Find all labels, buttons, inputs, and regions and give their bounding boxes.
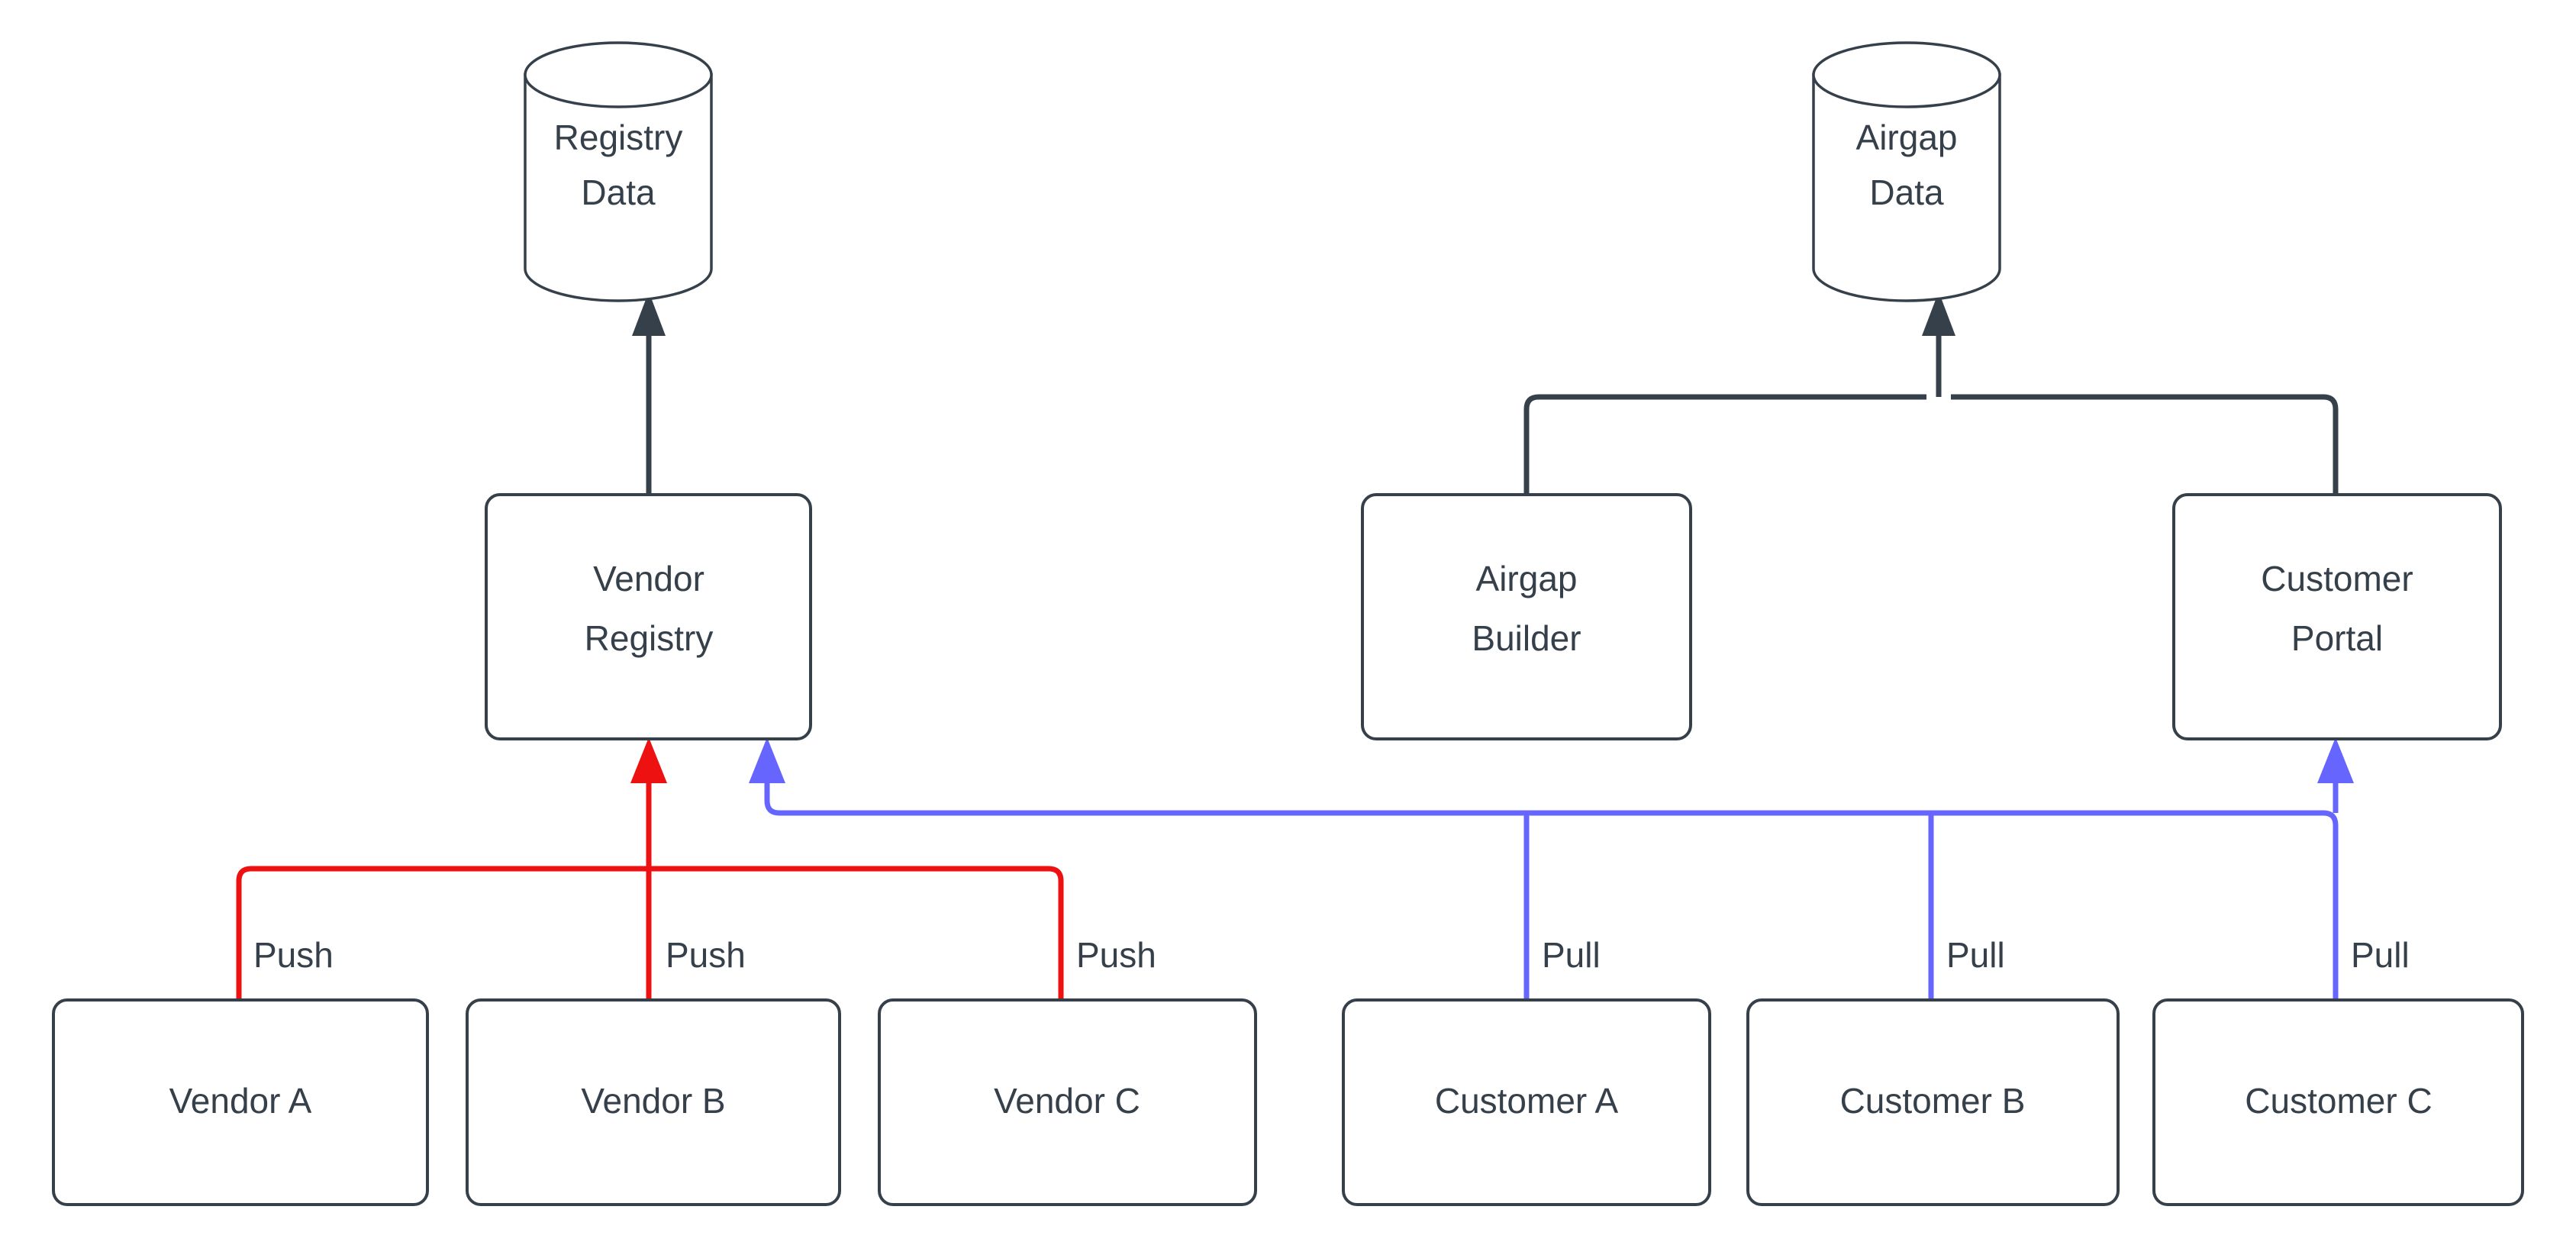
node-vendor-c[interactable]: Vendor C <box>878 998 1257 1206</box>
node-label-line2: Registry <box>585 618 714 658</box>
edge-line-pull-bus <box>764 766 2339 1000</box>
node-label-line1: Vendor <box>593 559 704 598</box>
cylinder-body <box>1812 73 2001 302</box>
edge-label-push-a: Push <box>253 935 334 975</box>
node-label-line1: Airgap <box>1476 559 1578 598</box>
node-vendor-a[interactable]: Vendor A <box>52 998 429 1206</box>
node-label: Vendor C <box>994 1081 1140 1121</box>
node-registry-data[interactable]: Registry Data <box>524 41 713 302</box>
edge-airgap-builder-to-airgap-data <box>1523 394 1926 495</box>
cylinder-top <box>524 41 713 108</box>
node-box <box>1342 998 1711 1206</box>
node-label: Vendor A <box>169 1081 312 1121</box>
arrow-head-icon <box>1922 292 1955 336</box>
node-box <box>466 998 841 1206</box>
node-label: Customer C <box>2245 1081 2432 1121</box>
node-label: Customer B <box>1840 1081 2026 1121</box>
node-customer-c[interactable]: Customer C <box>2152 998 2524 1206</box>
node-customer-a[interactable]: Customer A <box>1342 998 1711 1206</box>
arrow-head-icon <box>630 737 667 783</box>
edge-bus-to-airgap-data <box>1922 292 1955 397</box>
node-customer-portal[interactable]: Customer Portal <box>2172 493 2502 740</box>
edge-vendor-registry-to-registry-data <box>632 292 666 495</box>
node-label-line1: Registry <box>554 118 683 157</box>
edge-pull-bus <box>749 737 2354 1000</box>
node-customer-b[interactable]: Customer B <box>1746 998 2120 1206</box>
arrow-head-icon <box>749 737 785 783</box>
edge-label-pull-a: Pull <box>1542 935 1601 975</box>
node-airgap-data[interactable]: Airgap Data <box>1812 41 2001 302</box>
edge-push-bus <box>236 737 1064 1000</box>
node-box <box>2152 998 2524 1206</box>
node-label-line1: Customer <box>2261 559 2413 598</box>
node-box <box>485 493 812 740</box>
edge-line <box>1523 394 1926 495</box>
edge-customer-portal-to-airgap-data <box>1951 394 2339 495</box>
edge-label-pull-c: Pull <box>2351 935 2410 975</box>
cylinder-body <box>524 73 713 302</box>
node-box <box>1746 998 2120 1206</box>
edge-line <box>1951 394 2339 495</box>
edge-label-pull-b: Pull <box>1946 935 2005 975</box>
node-vendor-b[interactable]: Vendor B <box>466 998 841 1206</box>
arrow-head-icon <box>632 292 666 336</box>
node-box <box>2172 493 2502 740</box>
node-label: Customer A <box>1435 1081 1619 1121</box>
arrow-head-icon <box>2317 737 2354 783</box>
edge-label-push-b: Push <box>666 935 746 975</box>
edge-label-push-c: Push <box>1076 935 1156 975</box>
node-vendor-registry[interactable]: Vendor Registry <box>485 493 812 740</box>
node-label-line2: Data <box>1869 173 1944 212</box>
node-label-line2: Data <box>581 173 656 212</box>
node-box <box>52 998 429 1206</box>
node-label-line2: Portal <box>2291 618 2383 658</box>
node-box <box>878 998 1257 1206</box>
node-label-line1: Airgap <box>1856 118 1958 157</box>
node-label-line2: Builder <box>1472 618 1581 658</box>
node-box <box>1361 493 1692 740</box>
node-label: Vendor B <box>581 1081 725 1121</box>
node-airgap-builder[interactable]: Airgap Builder <box>1361 493 1692 740</box>
cylinder-top <box>1812 41 2001 108</box>
